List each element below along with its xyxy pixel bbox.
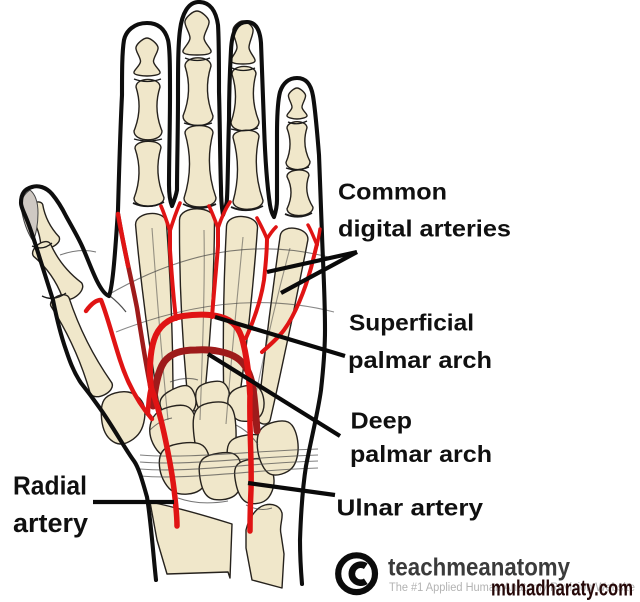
svg-text:palmar arch: palmar arch [350,441,492,467]
svg-text:Common: Common [338,179,447,205]
svg-text:The #1 Applied Human Anatomy R: The #1 Applied Human Anatomy Revision We… [389,582,635,594]
svg-text:Radial: Radial [13,473,87,501]
svg-text:Deep: Deep [351,408,413,434]
svg-text:Superficial: Superficial [349,310,474,336]
svg-text:artery: artery [13,510,89,538]
svg-text:Ulnar artery: Ulnar artery [337,495,484,521]
svg-text:palmar arch: palmar arch [348,347,492,373]
svg-text:digital arteries: digital arteries [338,216,511,242]
svg-text:muhadharaty.com: muhadharaty.com [491,576,633,601]
svg-text:teachmeanatomy: teachmeanatomy [388,554,570,582]
